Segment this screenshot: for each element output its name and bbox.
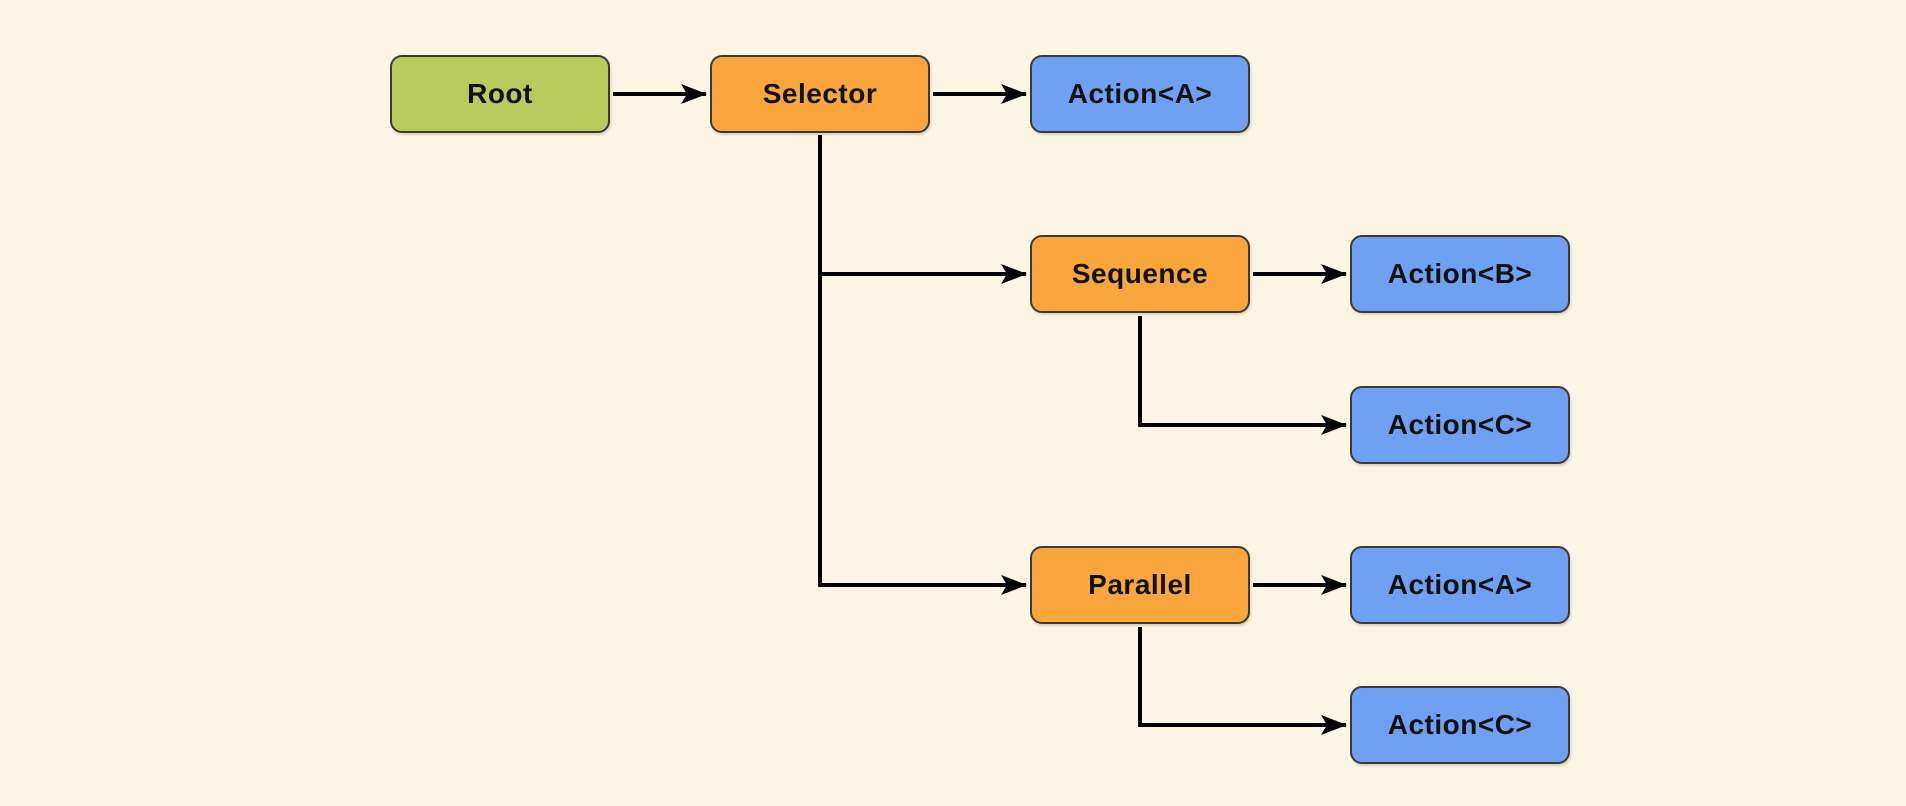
node-action-a-2-label: Action<A> (1387, 569, 1533, 600)
edge-sequence-action-c-1 (1138, 316, 1347, 435)
edge-selector-parallel (818, 135, 1027, 595)
edge-selector-sequence (818, 135, 1027, 284)
node-action-a-1: Action<A> (1030, 55, 1250, 133)
node-selector: Selector (710, 55, 930, 133)
node-action-c-1: Action<C> (1350, 386, 1570, 464)
node-parallel: Parallel (1030, 546, 1250, 624)
node-action-a-2: Action<A> (1350, 546, 1570, 624)
node-action-b: Action<B> (1350, 235, 1570, 313)
node-action-a-1-label: Action<A> (1067, 78, 1213, 109)
node-action-c-2: Action<C> (1350, 686, 1570, 764)
node-selector-label: Selector (762, 78, 878, 109)
node-sequence: Sequence (1030, 235, 1250, 313)
node-root-label: Root (467, 78, 533, 109)
edge-parallel-action-c-2 (1138, 627, 1347, 735)
node-action-b-label: Action<B> (1387, 258, 1533, 289)
node-parallel-label: Parallel (1088, 569, 1192, 600)
node-sequence-label: Sequence (1071, 258, 1209, 289)
node-action-c-2-label: Action<C> (1387, 709, 1533, 740)
node-root: Root (390, 55, 610, 133)
node-action-c-1-label: Action<C> (1387, 409, 1533, 440)
